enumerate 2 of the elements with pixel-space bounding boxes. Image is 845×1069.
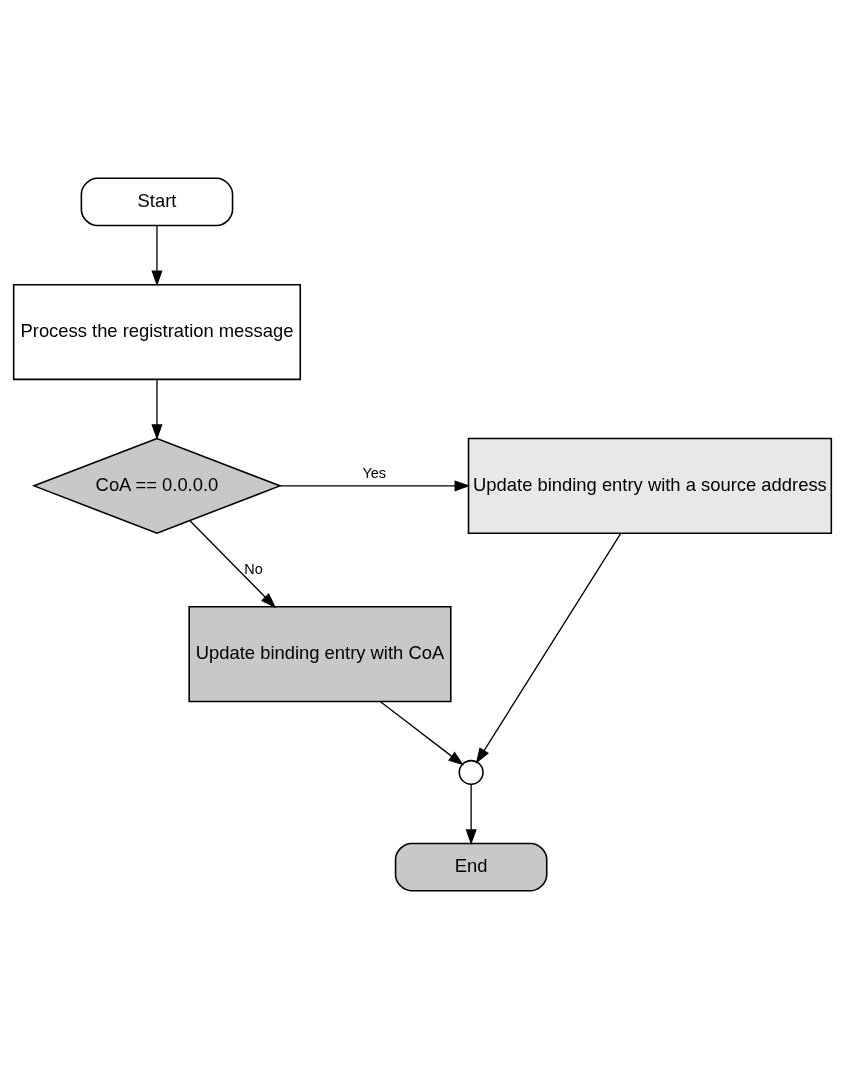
edge-label: Yes (362, 464, 386, 481)
edge-label: No (244, 560, 263, 577)
